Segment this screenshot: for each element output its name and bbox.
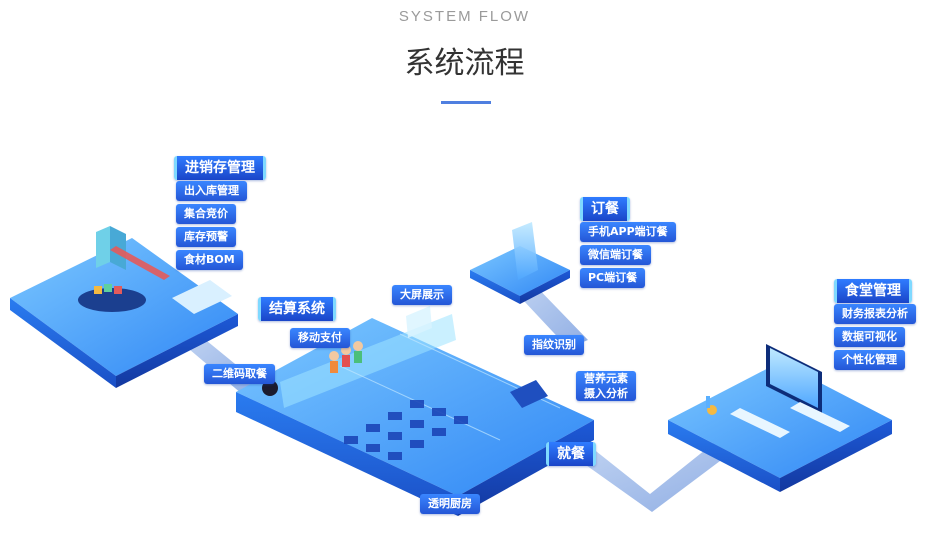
canteen-item-personalized: 个性化管理 bbox=[834, 350, 905, 370]
order-item-pc: PC端订餐 bbox=[580, 268, 645, 288]
order-item-app: 手机APP端订餐 bbox=[580, 222, 676, 242]
flow-label-dining: 就餐 bbox=[546, 442, 596, 466]
canteen-item-visualization: 数据可视化 bbox=[834, 327, 905, 347]
module-title-settlement: 结算系统 bbox=[258, 297, 336, 321]
flow-label-fingerprint: 指纹识别 bbox=[524, 335, 584, 355]
inventory-item-stock-alert: 库存预警 bbox=[176, 227, 236, 247]
settlement-item-mobile-pay: 移动支付 bbox=[290, 328, 350, 348]
flow-label-qr-pickup: 二维码取餐 bbox=[204, 364, 275, 384]
flow-label-nutrition-line1: 营养元素 bbox=[584, 371, 628, 386]
flow-label-nutrition-line2: 摄入分析 bbox=[584, 386, 628, 401]
order-item-wechat: 微信端订餐 bbox=[580, 245, 651, 265]
canteen-item-finance: 财务报表分析 bbox=[834, 304, 916, 324]
flow-label-big-screen: 大屏展示 bbox=[392, 285, 452, 305]
inventory-item-in-out: 出入库管理 bbox=[176, 181, 247, 201]
order-platform bbox=[470, 222, 570, 304]
module-title-order: 订餐 bbox=[580, 197, 630, 221]
flow-label-nutrition: 营养元素 摄入分析 bbox=[576, 371, 636, 401]
module-title-canteen: 食堂管理 bbox=[834, 279, 912, 303]
flow-label-kitchen: 透明厨房 bbox=[420, 494, 480, 514]
inventory-item-bidding: 集合竞价 bbox=[176, 204, 236, 224]
module-title-inventory: 进销存管理 bbox=[174, 156, 266, 180]
inventory-item-bom: 食材BOM bbox=[176, 250, 243, 270]
